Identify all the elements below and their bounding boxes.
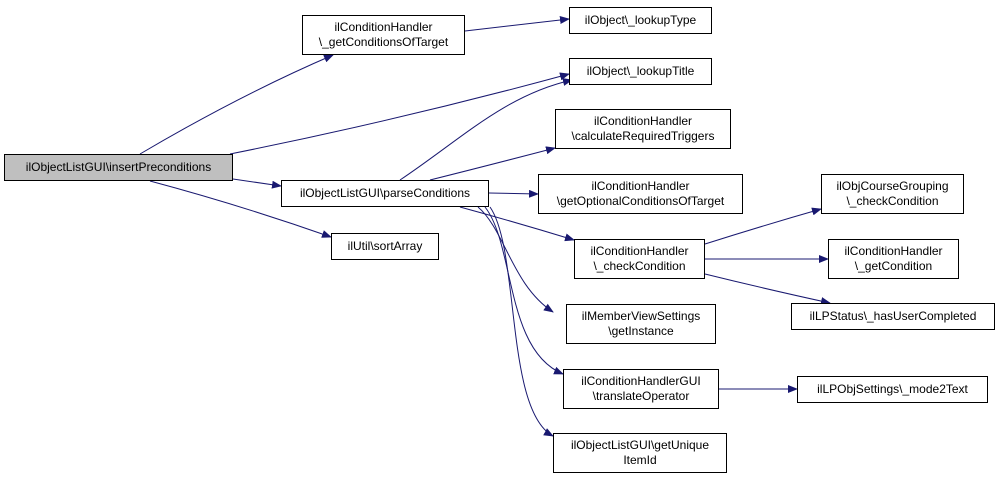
node-lookup-type[interactable]: ilObject\_lookupType	[569, 7, 712, 34]
node-lookup-title[interactable]: ilObject\_lookupTitle	[569, 58, 712, 85]
node-label-line: ilMemberViewSettings	[581, 309, 701, 323]
node-label-line: \_getConditionsOfTarget	[318, 35, 449, 49]
node-check-condition[interactable]: ilConditionHandler\_checkCondition	[574, 239, 705, 279]
edge-parse_conditions-to-lookup_title	[399, 78, 573, 181]
node-label-line: \getInstance	[608, 324, 674, 338]
node-translate-operator[interactable]: ilConditionHandlerGUI\translateOperator	[563, 369, 719, 409]
edge-parse_conditions-to-member_view_settings	[477, 206, 554, 313]
node-get-conditions-of-target[interactable]: ilConditionHandler\_getConditionsOfTarge…	[302, 15, 465, 55]
edge-check_condition-to-course_grouping_check	[704, 207, 822, 245]
node-label-line: \_checkCondition	[593, 259, 686, 273]
edge-insert_preconditions-to-parse_conditions	[232, 178, 282, 189]
node-label-line: ilConditionHandler	[593, 114, 693, 128]
node-label-line: ilObject\_lookupType	[584, 13, 697, 27]
node-label-line: ilLPStatus\_hasUserCompleted	[809, 309, 977, 323]
node-parse-conditions[interactable]: ilObjectListGUI\parseConditions	[281, 180, 489, 207]
node-sort-array[interactable]: ilUtil\sortArray	[331, 233, 439, 260]
node-label-line: ItemId	[623, 453, 657, 467]
node-member-view-settings[interactable]: ilMemberViewSettings\getInstance	[566, 304, 716, 344]
node-label-line: ilObjectListGUI\getUnique	[570, 438, 710, 452]
edge-parse_conditions-to-translate_operator	[484, 206, 564, 375]
node-get-optional-conditions[interactable]: ilConditionHandler\getOptionalConditions…	[538, 174, 743, 214]
node-label-line: \translateOperator	[592, 389, 690, 403]
node-has-user-completed[interactable]: ilLPStatus\_hasUserCompleted	[791, 303, 995, 330]
node-label-line: ilConditionHandler	[334, 20, 433, 34]
edge-insert_preconditions-to-lookup_title	[229, 72, 570, 155]
node-label-line: \getOptionalConditionsOfTarget	[556, 194, 725, 208]
node-label-line: ilUtil\sortArray	[347, 239, 423, 253]
node-label-line: ilConditionHandler	[590, 244, 689, 258]
node-label-line: \calculateRequiredTriggers	[571, 129, 715, 143]
edge-get_conditions_of_target-to-lookup_type	[464, 16, 570, 32]
node-label-line: ilObjectListGUI\parseConditions	[299, 186, 471, 200]
node-label-line: \_getCondition	[854, 259, 933, 273]
edge-check_condition-to-has_user_completed	[704, 273, 831, 306]
edge-parse_conditions-to-calculate_required_triggers	[429, 146, 556, 181]
node-label-line: ilLPObjSettings\_mode2Text	[817, 382, 968, 396]
node-label-line: ilConditionHandler	[844, 244, 943, 258]
node-label-line: ilObject\_lookupTitle	[586, 64, 695, 78]
node-insert-preconditions[interactable]: ilObjectListGUI\insertPreconditions	[4, 154, 233, 181]
node-label-line: ilConditionHandlerGUI	[581, 374, 701, 388]
node-get-condition[interactable]: ilConditionHandler\_getCondition	[828, 239, 959, 279]
edge-insert_preconditions-to-sort_array	[149, 180, 332, 238]
edge-parse_conditions-to-get_unique_item_id	[489, 206, 554, 437]
node-label-line: ilObjCourseGrouping	[836, 179, 949, 193]
node-course-grouping-check-condition[interactable]: ilObjCourseGrouping\_checkCondition	[821, 174, 964, 214]
node-label-line: \_checkCondition	[846, 194, 939, 208]
node-label-line: ilObjectListGUI\insertPreconditions	[25, 160, 212, 174]
edge-parse_conditions-to-check_condition	[459, 206, 575, 242]
node-calculate-required-triggers[interactable]: ilConditionHandler\calculateRequiredTrig…	[555, 109, 731, 149]
node-label-line: ilConditionHandler	[591, 179, 690, 193]
edge-parse_conditions-to-get_optional_conditions	[488, 189, 539, 198]
edge-insert_preconditions-to-get_conditions_of_target	[139, 54, 334, 155]
node-mode2text[interactable]: ilLPObjSettings\_mode2Text	[797, 376, 988, 403]
